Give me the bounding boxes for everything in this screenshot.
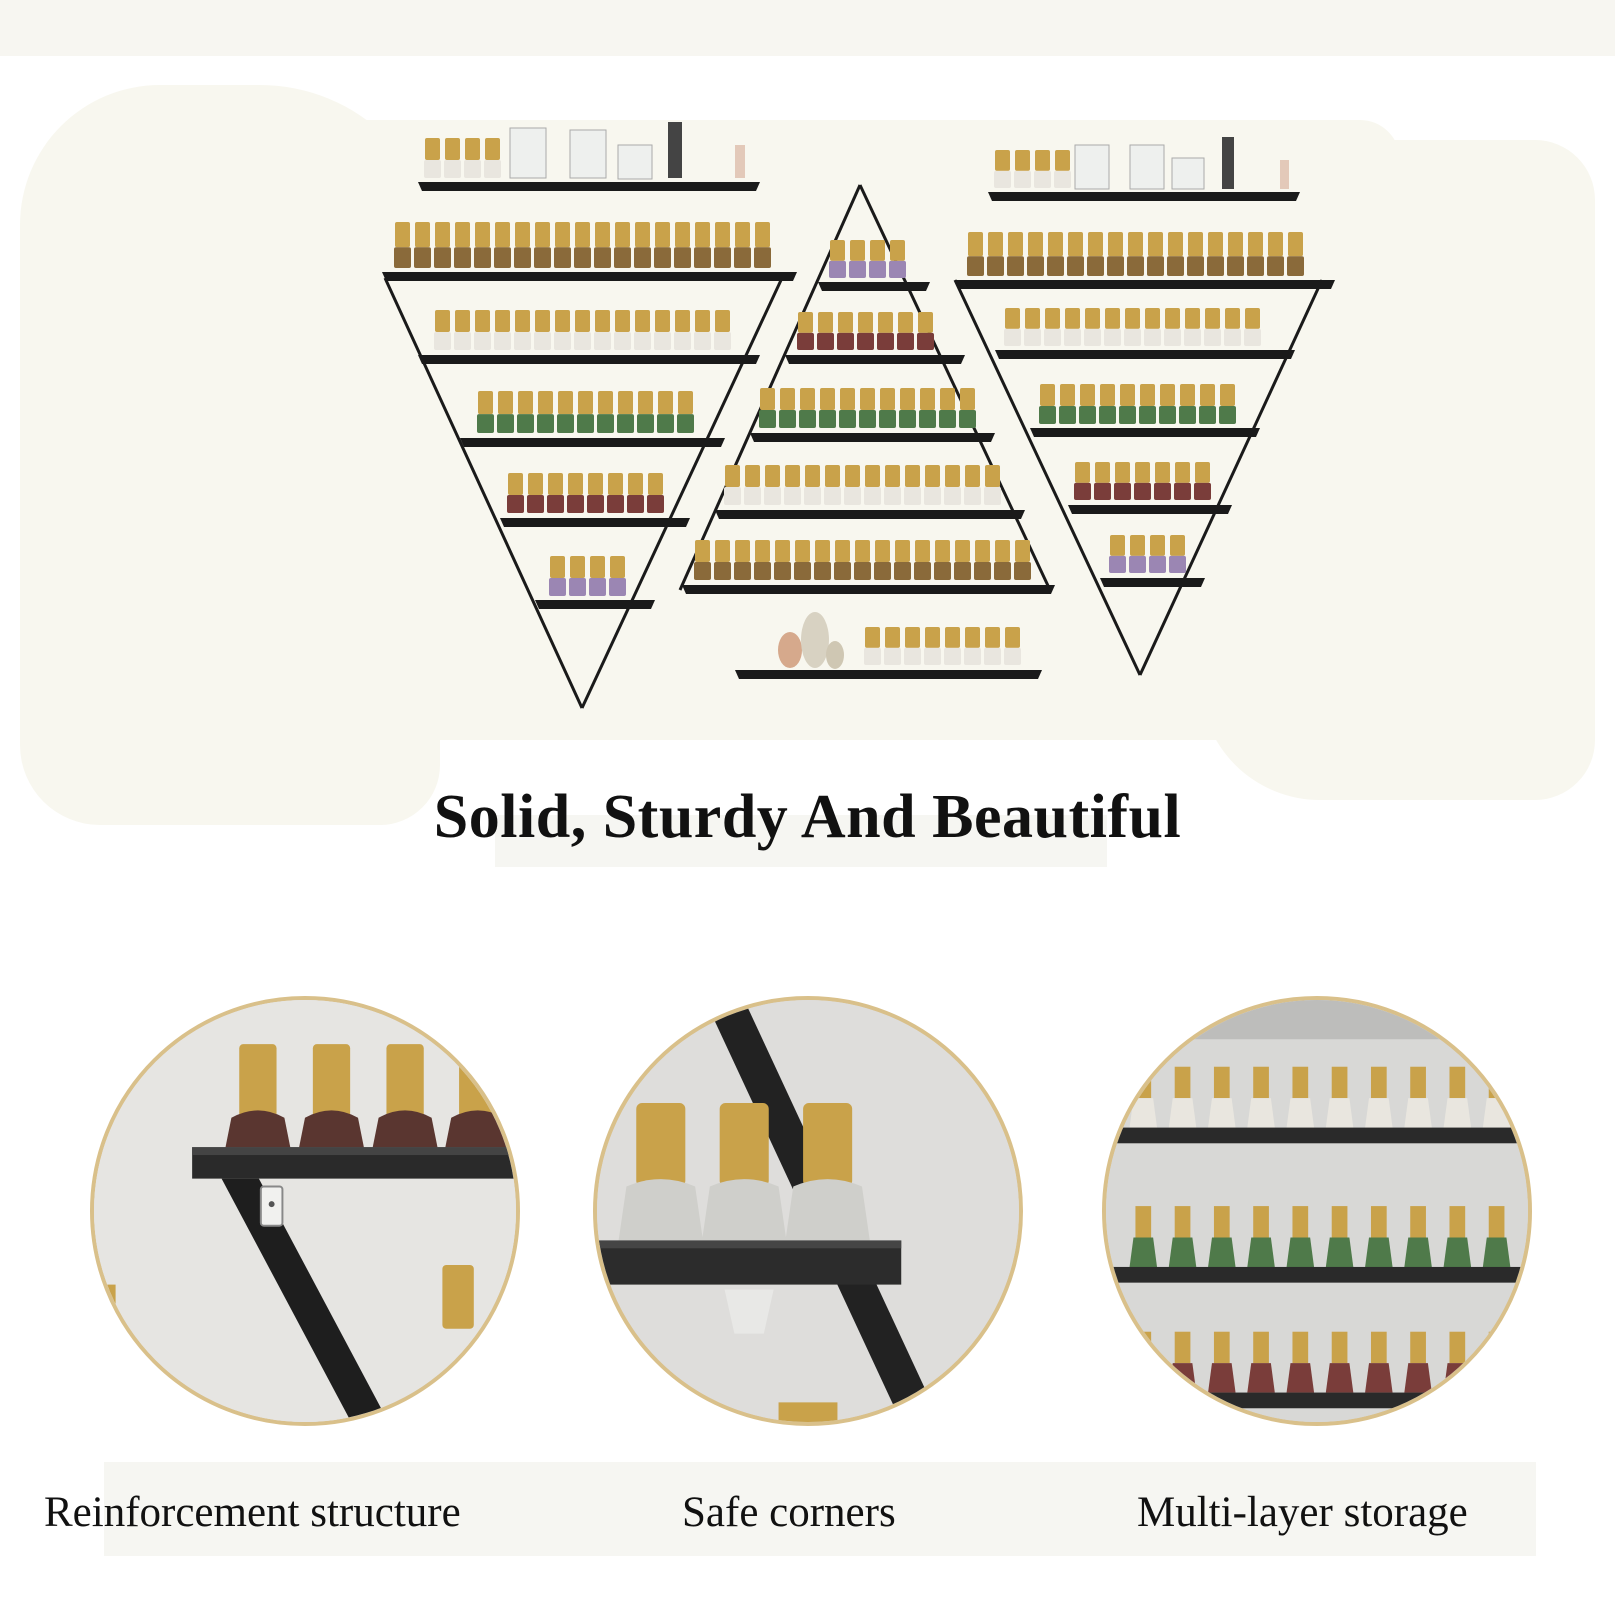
top-band	[0, 0, 1615, 56]
nail-polish-rack-set-image	[382, 122, 1335, 709]
background-wash-right	[1200, 140, 1595, 800]
headline-band	[495, 815, 1107, 867]
reinforcement-closeup-image	[90, 996, 520, 1426]
feature-label-reinforcement: Reinforcement structure	[44, 1489, 461, 1536]
caption-band	[104, 1462, 1536, 1556]
feature-label-safe-corners: Safe corners	[682, 1489, 896, 1536]
safe-corners-closeup-image	[593, 996, 1023, 1426]
feature-label-multi-layer: Multi-layer storage	[1137, 1489, 1468, 1536]
headline: Solid, Sturdy And Beautiful	[433, 783, 1182, 851]
multi-layer-closeup-image	[1102, 996, 1532, 1426]
